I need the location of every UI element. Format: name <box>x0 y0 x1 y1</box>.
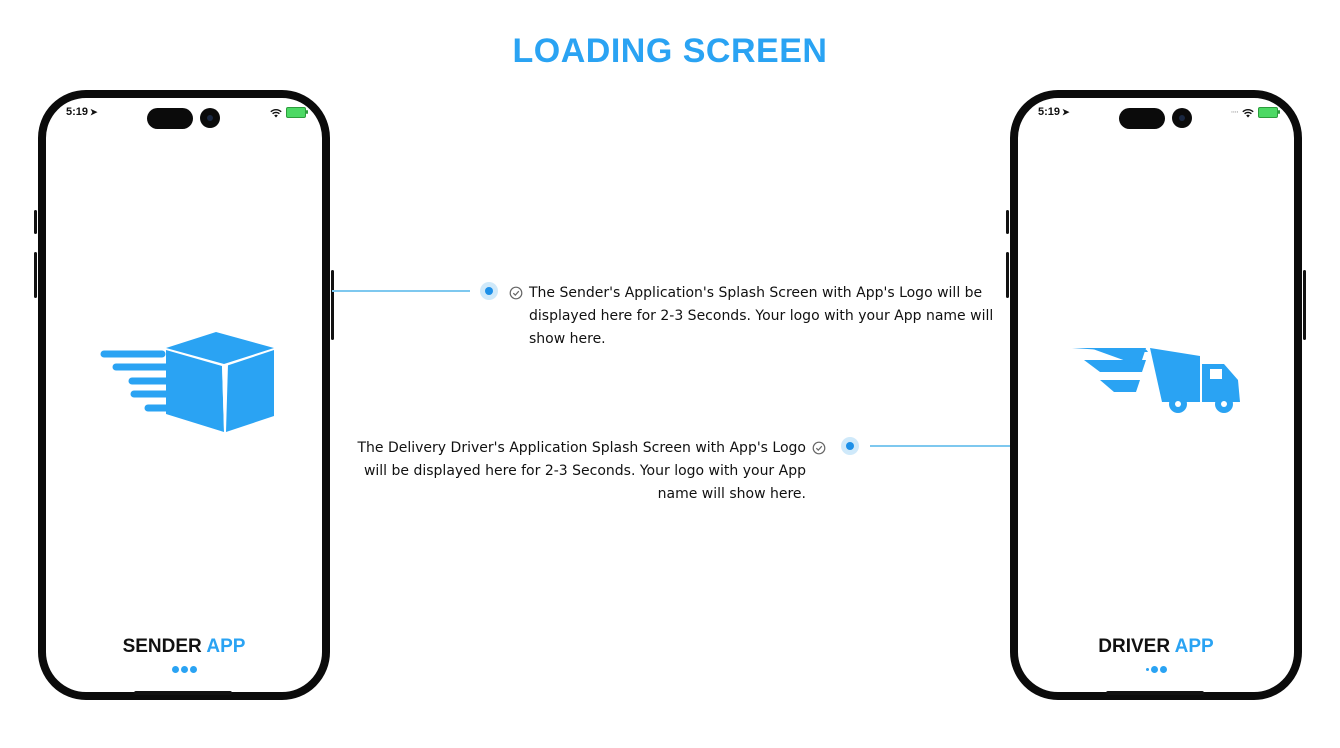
callout-line: name will show here. <box>657 486 806 502</box>
phone-side-button <box>331 270 334 340</box>
battery-icon <box>286 107 308 118</box>
time-label: 5:19 <box>1038 106 1061 118</box>
status-bar-time: 5:19➤ <box>66 106 98 118</box>
driver-callout-text: The Delivery Driver's Application Splash… <box>330 437 806 506</box>
home-indicator <box>1106 691 1204 695</box>
home-indicator <box>134 691 232 695</box>
loading-indicator <box>1018 666 1294 673</box>
app-name-second: APP <box>1174 636 1214 657</box>
sender-callout-bullet <box>480 282 498 300</box>
loading-dot <box>1159 666 1167 673</box>
callout-line: The Delivery Driver's Application Splash… <box>357 440 806 456</box>
location-arrow-icon: ➤ <box>1062 107 1070 117</box>
check-circle-icon <box>812 441 826 455</box>
phone-side-button <box>1006 210 1009 234</box>
flying-box-icon <box>100 332 274 432</box>
sender-callout-text: The Sender's Application's Splash Screen… <box>529 282 999 351</box>
sender-phone-mockup: 5:19➤ SENDER APP <box>38 90 330 700</box>
loading-dot <box>171 666 179 673</box>
app-name-first: SENDER <box>122 636 202 657</box>
no-signal-icon: ···· <box>1230 107 1240 118</box>
phone-side-button <box>34 210 37 234</box>
driver-phone-mockup: 5:19➤ ···· DRIVER APP <box>1010 90 1302 700</box>
wifi-icon <box>270 108 282 117</box>
camera-icon <box>200 108 220 128</box>
phone-side-button <box>1006 252 1009 298</box>
winged-truck-icon <box>1072 348 1240 413</box>
app-name: SENDER APP <box>46 636 322 658</box>
loading-dot <box>180 666 188 673</box>
status-bar-icons <box>270 107 308 118</box>
loading-indicator <box>46 666 322 673</box>
driver-connector-line <box>870 445 1010 447</box>
time-label: 5:19 <box>66 106 89 118</box>
location-arrow-icon: ➤ <box>90 107 98 117</box>
phone-side-button <box>1303 270 1306 340</box>
sender-connector-line <box>332 290 470 292</box>
loading-dot <box>189 666 197 673</box>
check-circle-icon <box>509 286 523 300</box>
wifi-icon <box>1242 108 1254 117</box>
app-name-second: APP <box>206 636 246 657</box>
loading-dot <box>1145 668 1149 671</box>
phone-side-button <box>34 252 37 298</box>
callout-line: will be displayed here for 2-3 Seconds. … <box>363 463 806 479</box>
battery-icon <box>1258 107 1280 118</box>
page-title: LOADING SCREEN <box>512 32 828 70</box>
dynamic-island <box>147 108 193 129</box>
loading-dot <box>1150 666 1158 673</box>
app-name: DRIVER APP <box>1018 636 1294 658</box>
status-bar-icons: ···· <box>1230 107 1280 118</box>
dynamic-island <box>1119 108 1165 129</box>
status-bar-time: 5:19➤ <box>1038 106 1070 118</box>
callout-line: show here. <box>529 331 606 347</box>
callout-line: The Sender's Application's Splash Screen… <box>529 285 983 301</box>
driver-callout-bullet <box>841 437 859 455</box>
callout-line: displayed here for 2-3 Seconds. Your log… <box>529 308 994 324</box>
camera-icon <box>1172 108 1192 128</box>
app-name-first: DRIVER <box>1098 636 1171 657</box>
